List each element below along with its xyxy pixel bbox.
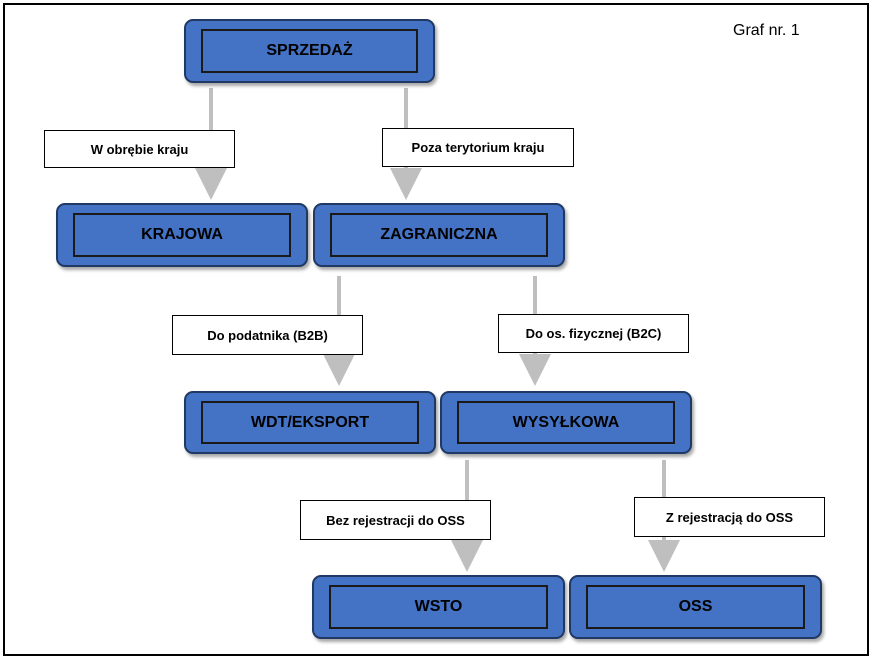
- edge-label-text: Poza terytorium kraju: [411, 140, 545, 155]
- node-label-zagraniczna: ZAGRANICZNA: [330, 213, 548, 257]
- node-sprzedaz: SPRZEDAŻ: [184, 19, 435, 83]
- node-label-wdt-eksport: WDT/EKSPORT: [201, 401, 419, 444]
- node-label-wysylkowa: WYSYŁKOWA: [457, 401, 675, 444]
- edge-label-text: Z rejestracją do OSS: [665, 509, 794, 525]
- node-label-sprzedaz: SPRZEDAŻ: [201, 29, 418, 73]
- edge-label-bez-rejestracji: Bez rejestracji do OSS: [300, 500, 491, 540]
- diagram-frame: [3, 3, 869, 656]
- edge-label-text: W obrębie kraju: [90, 141, 189, 157]
- graph-caption: Graf nr. 1: [733, 22, 800, 39]
- node-label-oss: OSS: [586, 585, 805, 629]
- edge-label-poza-terytorium-kraju: Poza terytorium kraju: [382, 128, 574, 167]
- node-krajowa: KRAJOWA: [56, 203, 308, 267]
- edge-label-do-podatnika: Do podatnika (B2B): [172, 315, 363, 355]
- edge-label-do-os-fizycznej: Do os. fizycznej (B2C): [498, 314, 689, 353]
- node-label-wsto: WSTO: [329, 585, 548, 629]
- node-label-krajowa: KRAJOWA: [73, 213, 291, 257]
- edge-label-text: Do podatnika (B2B): [207, 327, 328, 343]
- node-wysylkowa: WYSYŁKOWA: [440, 391, 692, 454]
- node-wsto: WSTO: [312, 575, 565, 639]
- edge-label-text: Do os. fizycznej (B2C): [525, 326, 662, 341]
- edge-label-text: Bez rejestracji do OSS: [326, 512, 465, 528]
- edge-label-w-obrebie-kraju: W obrębie kraju: [44, 130, 235, 168]
- node-wdt-eksport: WDT/EKSPORT: [184, 391, 436, 454]
- edge-label-z-rejestracja: Z rejestracją do OSS: [634, 497, 825, 537]
- node-oss: OSS: [569, 575, 822, 639]
- node-zagraniczna: ZAGRANICZNA: [313, 203, 565, 267]
